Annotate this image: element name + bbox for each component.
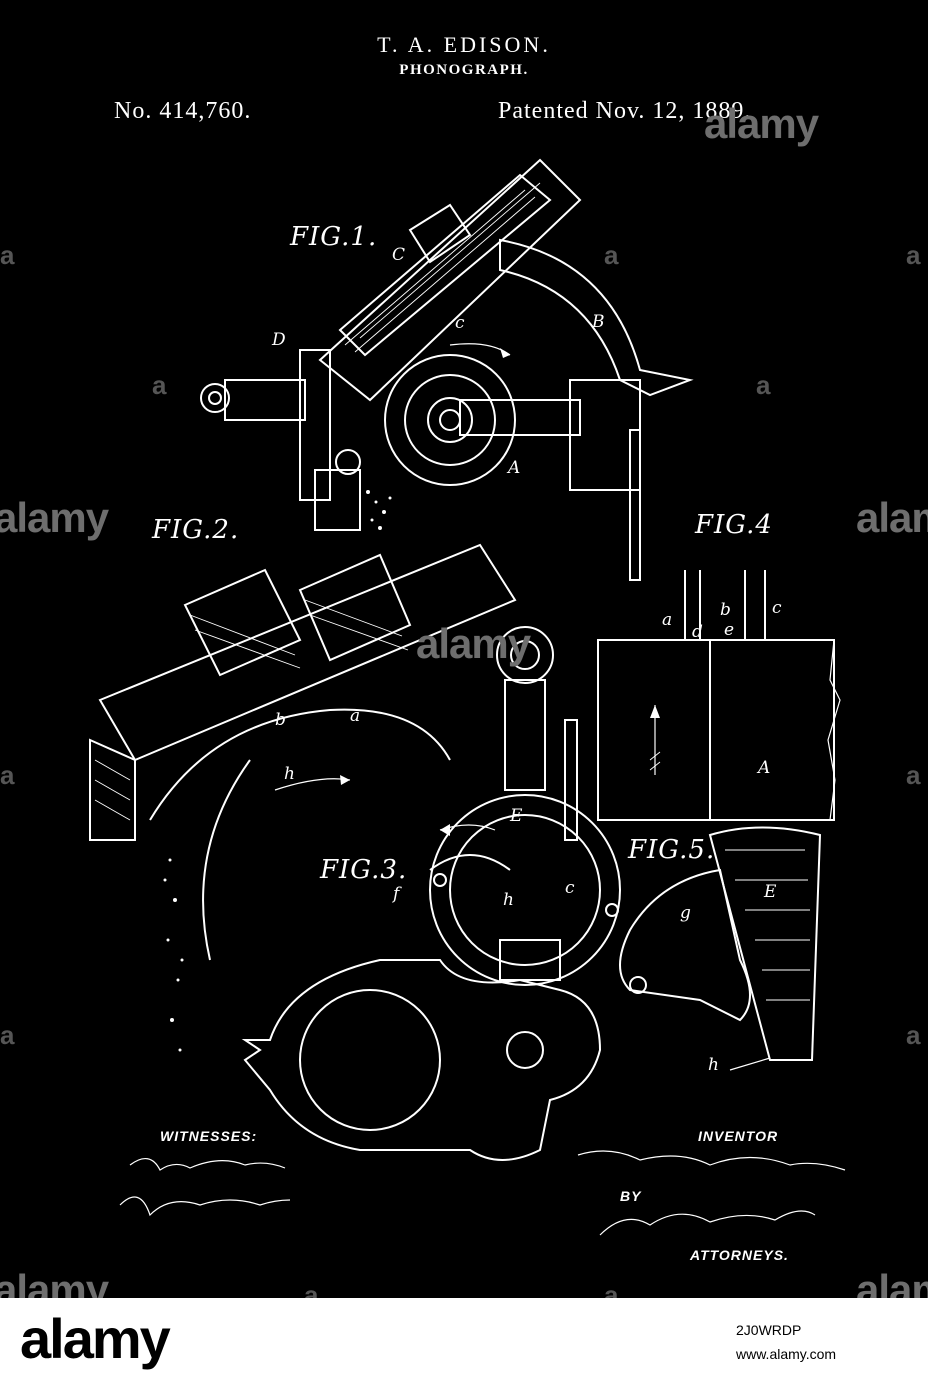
part-label: D (272, 330, 286, 350)
fig1-drawing (201, 160, 690, 580)
watermark-icon: a (0, 240, 14, 271)
inventor-heading: INVENTOR (698, 1128, 778, 1144)
part-label: c (772, 598, 782, 618)
part-label: d (692, 622, 703, 642)
witnesses-heading: WITNESSES: (160, 1128, 257, 1144)
inventor-signature (578, 1151, 845, 1170)
part-label: E (764, 882, 776, 902)
attorney-signature (600, 1211, 815, 1235)
fig4-drawing (598, 570, 840, 820)
watermark-icon: a (152, 370, 166, 401)
watermark-icon: a (906, 760, 920, 791)
part-label: f (393, 884, 399, 904)
watermark-text: alamy (416, 620, 530, 668)
part-label: e (724, 620, 734, 640)
part-label: h (503, 890, 514, 910)
part-label: a (350, 706, 360, 726)
part-label: h (708, 1055, 719, 1075)
part-label: b (275, 710, 286, 730)
watermark-icon: a (604, 240, 618, 271)
fig3-label: FIG.3. (320, 855, 407, 885)
part-label: A (758, 758, 770, 778)
fig3-drawing (245, 627, 620, 1160)
part-label: B (592, 312, 605, 332)
part-label: A (508, 458, 520, 478)
watermark-text: alamy (0, 494, 108, 542)
part-label: c (565, 878, 575, 898)
fig4-label: FIG.4 (695, 510, 773, 540)
part-label: b (720, 600, 731, 620)
by-label: BY (620, 1188, 641, 1204)
part-label: h (284, 764, 295, 784)
fig2-label: FIG.2. (152, 515, 239, 545)
watermark-icon: a (0, 760, 14, 791)
watermark-icon: a (0, 1020, 14, 1051)
watermark-icon: a (906, 240, 920, 271)
site-url[interactable]: www.alamy.com (736, 1346, 836, 1362)
part-label: E (510, 806, 522, 826)
fig5-label: FIG.5. (628, 835, 715, 865)
watermark-text: alamy (704, 100, 818, 148)
part-label: C (392, 245, 405, 265)
watermark-icon: a (756, 370, 770, 401)
part-label: g (680, 903, 691, 923)
fig1-label: FIG.1. (290, 222, 377, 252)
part-label: c (455, 313, 465, 333)
witness-signatures (120, 1159, 290, 1215)
alamy-logo: alamy (20, 1306, 169, 1371)
part-label: a (662, 610, 672, 630)
attorneys-heading: ATTORNEYS. (690, 1247, 789, 1263)
watermark-icon: a (906, 1020, 920, 1051)
image-id: 2J0WRDP (736, 1322, 801, 1338)
watermark-text: alamy (856, 494, 928, 542)
